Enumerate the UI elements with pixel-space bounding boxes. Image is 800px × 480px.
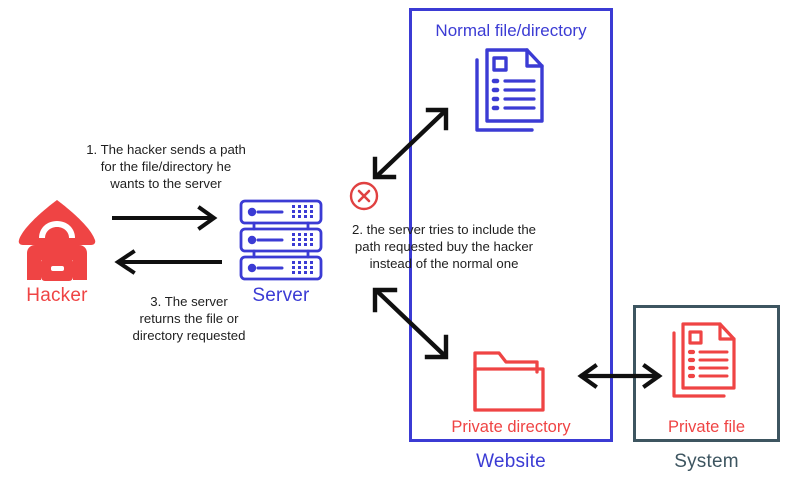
private-document-stack-icon (668, 320, 746, 402)
open-folder-icon (471, 347, 555, 417)
system-box-label: System (674, 451, 739, 472)
double-arrow-diagonal-down-icon (370, 285, 454, 363)
circle-x-icon (348, 180, 380, 212)
hacker-label: Hacker (26, 285, 88, 306)
private-directory-label: Private directory (451, 418, 571, 436)
document-stack-icon (470, 45, 556, 137)
step-2-caption: 2. the server tries to include the path … (352, 222, 536, 271)
double-arrow-diagonal-up-icon (370, 105, 454, 183)
arrow-right-icon (112, 205, 222, 231)
website-box-label: Website (476, 451, 546, 472)
double-arrow-horizontal-icon (577, 363, 663, 389)
step-1-caption: 1. The hacker sends a path for the file/… (86, 142, 246, 191)
private-file-label: Private file (667, 418, 746, 436)
website-normal-item-title: Normal file/directory (435, 21, 587, 40)
arrow-left-icon (112, 249, 222, 275)
server-label: Server (252, 285, 310, 306)
step-3-caption: 3. The server returns the file or direct… (132, 294, 246, 343)
hacker-icon (14, 198, 100, 283)
server-rack-icon (238, 199, 324, 281)
